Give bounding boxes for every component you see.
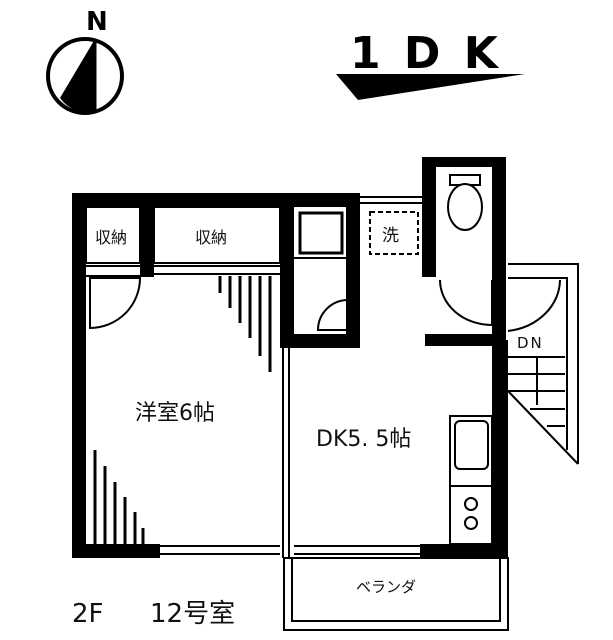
- room-number-label: 12号室: [150, 599, 235, 629]
- balcony-label: ベランダ: [356, 578, 416, 596]
- balcony: [283, 557, 509, 631]
- kitchen-counter: [449, 415, 493, 545]
- laundry-label: 洗: [382, 226, 399, 246]
- door-swing-bath: [316, 298, 349, 331]
- title-underline-wedge: [336, 74, 525, 100]
- layout-type-title: 1 D K: [350, 28, 502, 79]
- dk-room-label: DK5. 5帖: [316, 427, 411, 452]
- storage-units: [85, 206, 281, 277]
- western-room-label: 洋室6帖: [135, 401, 215, 426]
- floor-label: 2F: [72, 599, 104, 629]
- storage-large-label: 収納: [195, 228, 227, 247]
- closet-hatching: [93, 276, 272, 544]
- bathtub: [298, 211, 344, 255]
- window-top: [360, 160, 492, 204]
- compass-icon: [46, 37, 124, 115]
- sliding-partition: [282, 348, 290, 558]
- stairs: [507, 263, 579, 465]
- walls: [72, 157, 508, 558]
- toilet-icon: [447, 174, 483, 231]
- compass-north-label: N: [86, 7, 108, 37]
- window-bottom: [160, 545, 420, 555]
- storage-small-label: 収納: [95, 228, 127, 247]
- laundry-space: [369, 211, 419, 255]
- door-swing-toilet: [439, 279, 493, 327]
- stairs-down-label: DN: [517, 334, 544, 352]
- door-swing-western: [89, 277, 142, 330]
